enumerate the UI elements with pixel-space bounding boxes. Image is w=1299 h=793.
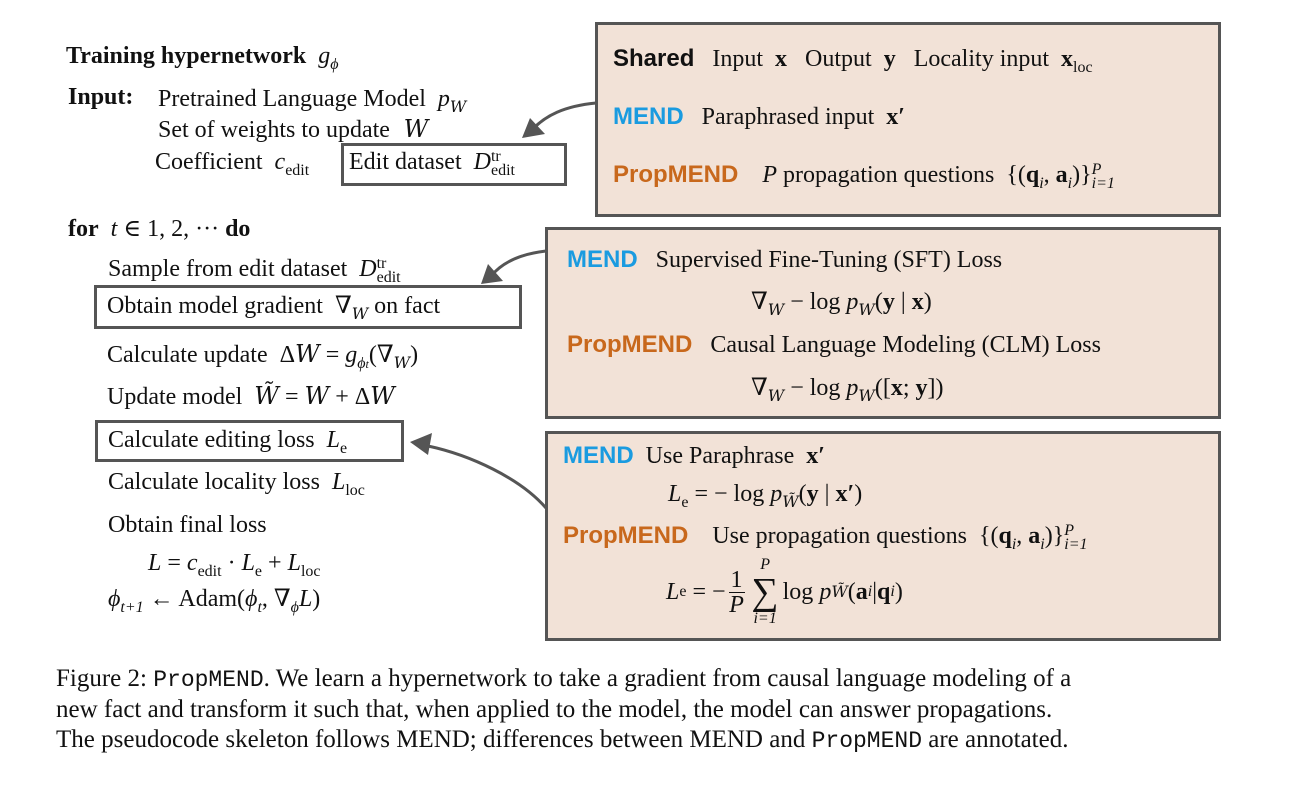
propmend-tag: PropMEND <box>563 522 689 549</box>
figure-caption: Figure 2: PropMEND. We learn a hypernetw… <box>56 664 1071 756</box>
loop-range: 1, 2, ··· <box>147 216 220 242</box>
input-coeff-text: Coefficient <box>155 149 263 175</box>
input-label: Input: <box>68 84 134 110</box>
final-loss-formula: L = cedit · Le + Lloc <box>148 550 321 580</box>
bot-prop-row: PropMEND Use propagation questions {(qi,… <box>563 522 1088 553</box>
top-prop-row: PropMEND P propagation questions {(qi, a… <box>613 161 1115 192</box>
adam-update-formula: ϕt+1 ← Adam(ϕt, ∇ϕL) <box>108 586 321 616</box>
input-model: Pretrained Language Model pW <box>158 86 467 116</box>
arrow-mid-head <box>481 264 503 284</box>
arrow-bottom-head <box>410 433 432 455</box>
step-sample-text: Sample from edit dataset <box>108 256 348 282</box>
step-final: Obtain final loss <box>108 512 267 538</box>
clm-formula: ∇W − log pW([x; y]) <box>751 375 944 405</box>
adam-text: Adam <box>178 586 238 612</box>
step-loc-loss-text: Calculate locality loss <box>108 469 320 495</box>
mend-sft-text: Supervised Fine-Tuning (SFT) Loss <box>655 247 1003 273</box>
mid-mend-row: MEND Supervised Fine-Tuning (SFT) Loss <box>567 246 1002 274</box>
panel-gradient <box>545 227 1221 419</box>
step-update-model: Update model W̃ = W + ΔW <box>107 382 395 410</box>
step-update-model-text: Update model <box>107 384 243 410</box>
step-gradient-tail: on fact <box>374 293 441 319</box>
input-model-text: Pretrained Language Model <box>158 86 426 112</box>
input-weights-text: Set of weights to update <box>158 117 390 143</box>
step-gradient: Obtain model gradient ∇W on fact <box>107 293 441 323</box>
step-edit-loss: Calculate editing loss Le <box>108 427 348 457</box>
caption-method-name: PropMEND <box>153 667 264 693</box>
loop-header: for t ∈ 1, 2, ··· do <box>68 216 251 242</box>
edit-loss-box <box>95 420 404 462</box>
arrow-mid <box>490 249 547 276</box>
loop-do-keyword: do <box>225 216 251 242</box>
caption-line3a: The pseudocode skeleton follows MEND; di… <box>56 726 812 753</box>
title-text: Training hypernetwork <box>66 43 307 69</box>
edit-dataset-box <box>341 143 567 186</box>
top-mend-row: MEND Paraphrased input x′ <box>613 103 906 130</box>
caption-line-2: new fact and transform it such that, whe… <box>56 696 1053 723</box>
mend-tag: MEND <box>567 246 638 273</box>
gradient-step-box <box>94 285 522 329</box>
propmend-clm-text: Causal Language Modeling (CLM) Loss <box>710 332 1101 358</box>
shared-row: Shared Input x Output y Locality input x… <box>613 45 1093 76</box>
shared-output-text: Output <box>805 46 872 72</box>
caption-line3c: are annotated. <box>922 726 1069 753</box>
propmend-questions-loss-text: Use propagation questions <box>712 523 967 549</box>
step-update: Calculate update ΔW = gϕt(∇W) <box>107 340 419 372</box>
arrow-top-head <box>522 118 545 138</box>
loop-for-keyword: for <box>68 216 99 242</box>
bot-mend-row: MEND Use Paraphrase x′ <box>563 442 826 469</box>
step-update-text: Calculate update <box>107 342 268 368</box>
panel-edit-loss <box>545 431 1221 641</box>
arrow-bottom <box>427 444 548 509</box>
input-dataset-text: Edit dataset <box>349 149 462 175</box>
mend-loss-formula: Le = − log pW̃(y | x′) <box>668 481 863 511</box>
propmend-tag: PropMEND <box>567 331 693 358</box>
shared-tag: Shared <box>613 45 695 72</box>
mid-prop-row: PropMEND Causal Language Modeling (CLM) … <box>567 331 1101 359</box>
caption-method-name-2: PropMEND <box>811 728 923 754</box>
caption-line1-text: . We learn a hypernetwork to take a grad… <box>263 665 1072 692</box>
mend-tag: MEND <box>613 103 684 130</box>
step-gradient-text: Obtain model gradient <box>107 293 323 319</box>
caption-line-1: Figure 2: PropMEND. We learn a hypernetw… <box>56 664 1071 695</box>
step-edit-loss-text: Calculate editing loss <box>108 427 315 453</box>
mend-tag: MEND <box>563 442 634 469</box>
propmend-questions-text: propagation questions <box>783 162 995 188</box>
shared-locality-text: Locality input <box>913 46 1050 72</box>
step-loc-loss: Calculate locality loss Lloc <box>108 469 365 499</box>
input-coeff: Coefficient cedit <box>155 149 310 179</box>
caption-prefix: Figure 2: <box>56 665 147 692</box>
algorithm-title: Training hypernetwork gϕ <box>66 43 339 73</box>
sft-formula: ∇W − log pW(y | x) <box>751 289 932 319</box>
mend-paraphrase-text: Paraphrased input <box>701 104 875 130</box>
arrow-top <box>528 101 597 133</box>
mend-paraphrase-loss-text: Use Paraphrase <box>645 443 795 469</box>
shared-input-text: Input <box>712 46 764 72</box>
propmend-tag: PropMEND <box>613 161 739 188</box>
panel-inputs <box>595 22 1221 217</box>
input-weights: Set of weights to update W <box>158 115 429 143</box>
caption-line-3: The pseudocode skeleton follows MEND; di… <box>56 725 1071 756</box>
